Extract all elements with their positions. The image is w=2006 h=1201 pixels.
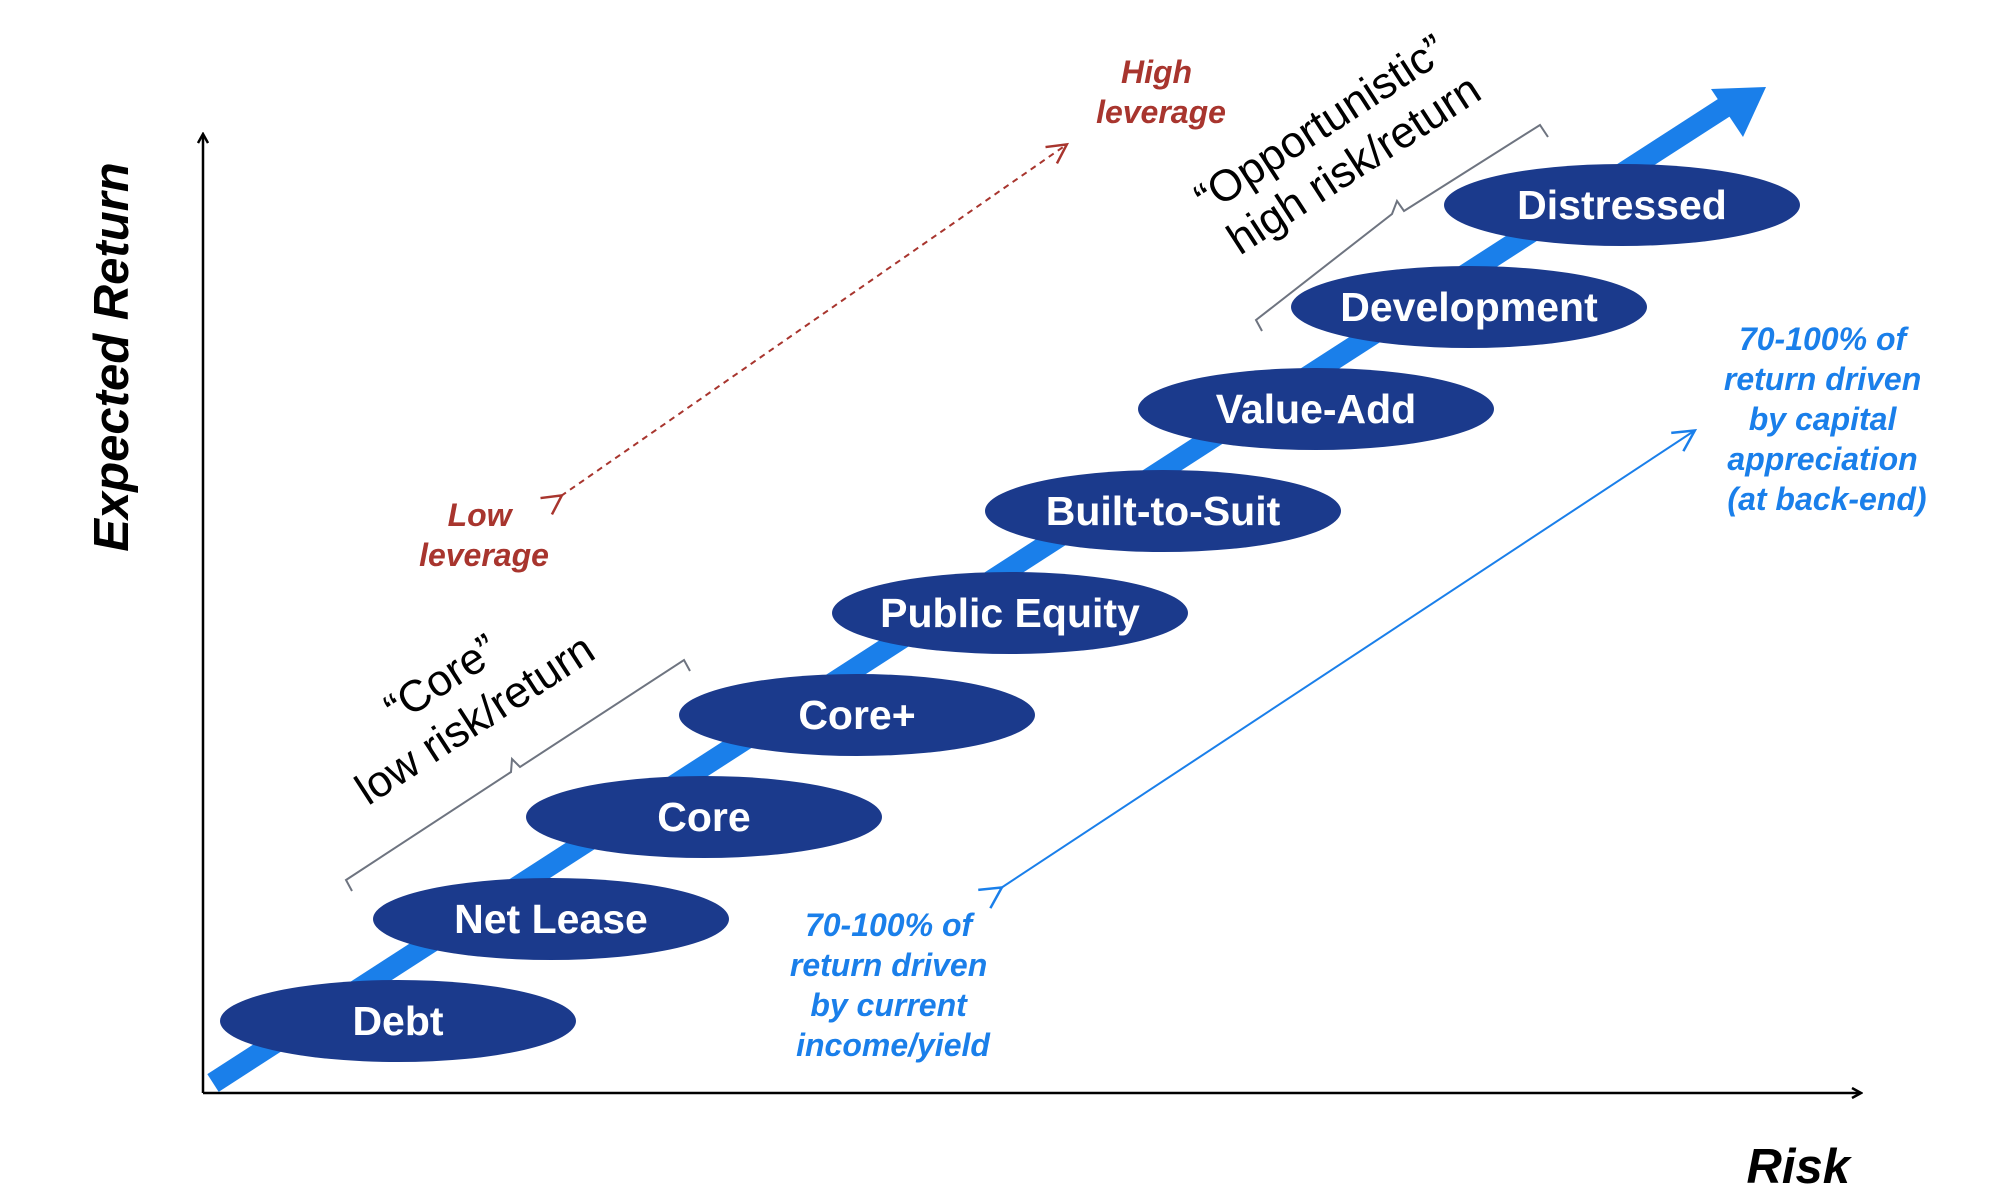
step-label: Built-to-Suit [1046, 488, 1281, 534]
step-value-add: Value-Add [1138, 368, 1494, 450]
leverage-arrow [540, 142, 1070, 516]
step-label: Distressed [1517, 182, 1727, 228]
step-label: Net Lease [454, 896, 648, 942]
step-core: Core [526, 776, 882, 858]
opportunistic-bracket [1254, 123, 1549, 332]
core-bracket [344, 658, 691, 892]
y-axis-label: Expected Return [85, 162, 139, 551]
x-axis-label: Risk [1746, 1140, 1852, 1194]
opportunistic-bracket-label: “Opportunistic” high risk/return [1186, 18, 1493, 267]
step-ellipse [679, 674, 1035, 756]
step-ellipse [220, 980, 576, 1062]
step-development: Development [1291, 266, 1647, 348]
step-core: Core+ [679, 674, 1035, 756]
step-ellipse [373, 878, 729, 960]
main-arrow-head [1711, 87, 1766, 137]
step-net-lease: Net Lease [373, 878, 729, 960]
capital-driver-label: 70-100% of return driven by capital appr… [1724, 321, 1930, 517]
step-debt: Debt [220, 980, 576, 1062]
step-label: Development [1340, 284, 1598, 330]
step-distressed: Distressed [1444, 164, 1800, 246]
step-label: Public Equity [880, 590, 1140, 636]
step-label: Core+ [798, 692, 915, 738]
step-label: Value-Add [1216, 386, 1416, 432]
income-driver-label: 70-100% of return driven by current inco… [790, 907, 996, 1063]
step-ellipse [1444, 164, 1800, 246]
step-label: Core [657, 794, 750, 840]
step-ellipse [526, 776, 882, 858]
low-leverage-label: Low leverage [419, 497, 549, 573]
return-driver-arrow [978, 428, 1698, 909]
step-built-to-suit: Built-to-Suit [985, 470, 1341, 552]
step-ellipse [1291, 266, 1647, 348]
step-label: Debt [352, 998, 443, 1044]
high-leverage-label: High leverage [1096, 54, 1226, 130]
step-public-equity: Public Equity [832, 572, 1188, 654]
steps-layer: Debt Net Lease Core Core+ Public Equity Built… [220, 164, 1800, 1062]
core-bracket-label: “Core” low risk/return [318, 581, 603, 815]
